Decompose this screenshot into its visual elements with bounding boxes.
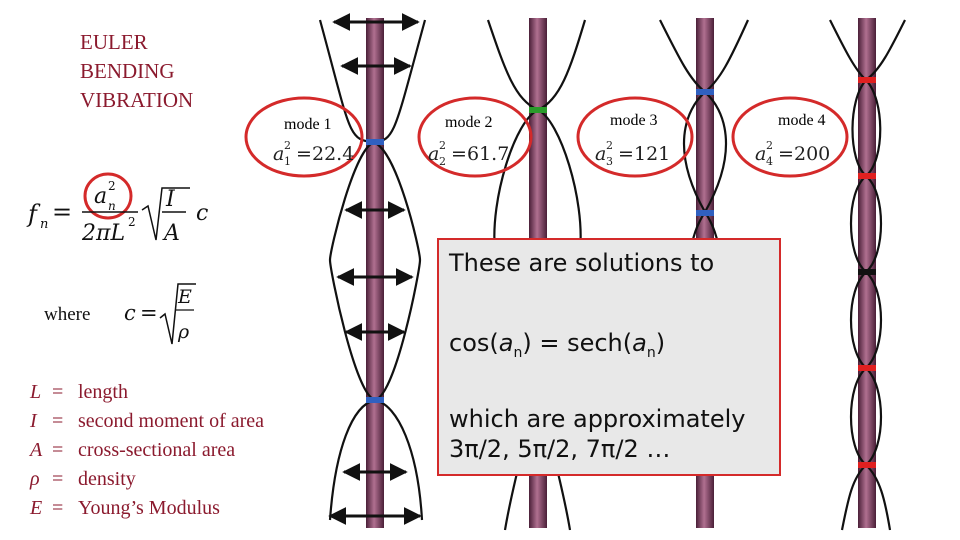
svg-text:a: a xyxy=(595,143,606,165)
title-line: VIBRATION xyxy=(80,88,194,112)
mode-1-highlight-circle xyxy=(244,96,364,178)
svg-text:f: f xyxy=(26,200,41,228)
svg-text:=: = xyxy=(618,143,634,165)
svg-text:2: 2 xyxy=(128,215,136,229)
legend-row: I=second moment of area xyxy=(30,410,265,432)
mode-4-coefficient: a 2 4 = 200 xyxy=(755,139,830,168)
callout-equation: cos(an) = sech(an) xyxy=(449,329,666,361)
legend-row: A=cross-sectional area xyxy=(30,439,236,461)
mode-2-coefficient: a 2 2 = 61.7 xyxy=(428,139,509,168)
mode-4-node-2 xyxy=(858,173,876,179)
svg-text:2πL: 2πL xyxy=(81,221,125,246)
formula-highlight-circle xyxy=(83,172,133,220)
svg-text:2: 2 xyxy=(284,139,291,152)
svg-text:a: a xyxy=(94,184,107,209)
mode-2-node xyxy=(529,107,547,113)
svg-text:1: 1 xyxy=(284,155,291,168)
svg-text:22.4: 22.4 xyxy=(312,143,354,165)
svg-text:c: c xyxy=(124,301,136,325)
svg-text:=: = xyxy=(296,143,312,165)
solutions-callout-box: These are solutions to cos(an) = sech(an… xyxy=(437,238,781,476)
mode-3-node-top xyxy=(696,89,714,95)
mode-4-node-1 xyxy=(858,77,876,83)
mode-1-label: mode 1 xyxy=(284,116,332,133)
mode-4-label: mode 4 xyxy=(778,112,826,129)
frequency-formula: f n = a 2 n 2πL 2 I A c xyxy=(26,179,208,246)
mode-2-highlight-circle xyxy=(417,96,533,178)
svg-text:=: = xyxy=(778,143,794,165)
mode-1-node-top xyxy=(366,139,384,145)
title-line: EULER xyxy=(80,30,148,54)
svg-text:2: 2 xyxy=(606,139,613,152)
svg-text:ρ: ρ xyxy=(177,321,190,343)
svg-text:2: 2 xyxy=(766,139,773,152)
callout-line-4: 3π/2, 5π/2, 7π/2 … xyxy=(449,434,671,463)
wave-speed-formula: where c = E ρ xyxy=(44,283,196,345)
title-line: BENDING xyxy=(80,59,175,83)
legend-row: ρ=density xyxy=(30,468,136,490)
svg-text:n: n xyxy=(108,199,116,213)
mode-3-node-mid xyxy=(696,210,714,216)
svg-text:200: 200 xyxy=(794,143,830,165)
svg-text:c: c xyxy=(196,201,208,226)
svg-text:I: I xyxy=(165,187,176,212)
svg-text:2: 2 xyxy=(108,179,116,193)
callout-line-1: These are solutions to xyxy=(449,249,715,277)
svg-text:3: 3 xyxy=(606,155,613,168)
mode-2-label: mode 2 xyxy=(445,114,493,131)
mode-4-node-5 xyxy=(858,462,876,468)
mode-4-node-3 xyxy=(858,269,876,275)
symbol-legend: L=length I=second moment of area A=cross… xyxy=(30,378,264,523)
mode-3-coefficient: a 2 3 = 121 xyxy=(595,139,670,168)
svg-text:121: 121 xyxy=(634,143,670,165)
svg-text:=: = xyxy=(140,301,158,325)
mode-4-highlight-circle xyxy=(731,96,849,178)
callout-line-3: which are approximately xyxy=(449,404,746,433)
mode-1-arrows xyxy=(328,13,422,525)
mode-1-shape xyxy=(318,19,427,521)
diagram-title: EULER BENDING VIBRATION xyxy=(80,28,280,115)
mode-3-highlight-circle xyxy=(576,96,694,178)
svg-text:=: = xyxy=(52,198,72,226)
legend-row: L=length xyxy=(30,381,128,403)
svg-text:a: a xyxy=(273,143,284,165)
svg-text:4: 4 xyxy=(766,155,773,168)
svg-text:2: 2 xyxy=(439,155,446,168)
svg-text:E: E xyxy=(177,286,192,308)
beam-mode-1 xyxy=(366,18,384,528)
svg-text:a: a xyxy=(428,143,439,165)
svg-text:61.7: 61.7 xyxy=(467,143,509,165)
mode-1-coefficient: a 2 1 = 22.4 xyxy=(273,139,354,168)
legend-row: E=Young’s Modulus xyxy=(30,497,220,519)
svg-text:2: 2 xyxy=(439,139,446,152)
mode-3-label: mode 3 xyxy=(610,112,658,129)
mode-1-node-bottom xyxy=(366,397,384,403)
svg-text:a: a xyxy=(755,143,766,165)
mode-4-node-4 xyxy=(858,365,876,371)
svg-text:A: A xyxy=(162,221,180,246)
svg-text:n: n xyxy=(40,217,48,232)
svg-text:where: where xyxy=(44,304,90,325)
svg-text:=: = xyxy=(451,143,467,165)
